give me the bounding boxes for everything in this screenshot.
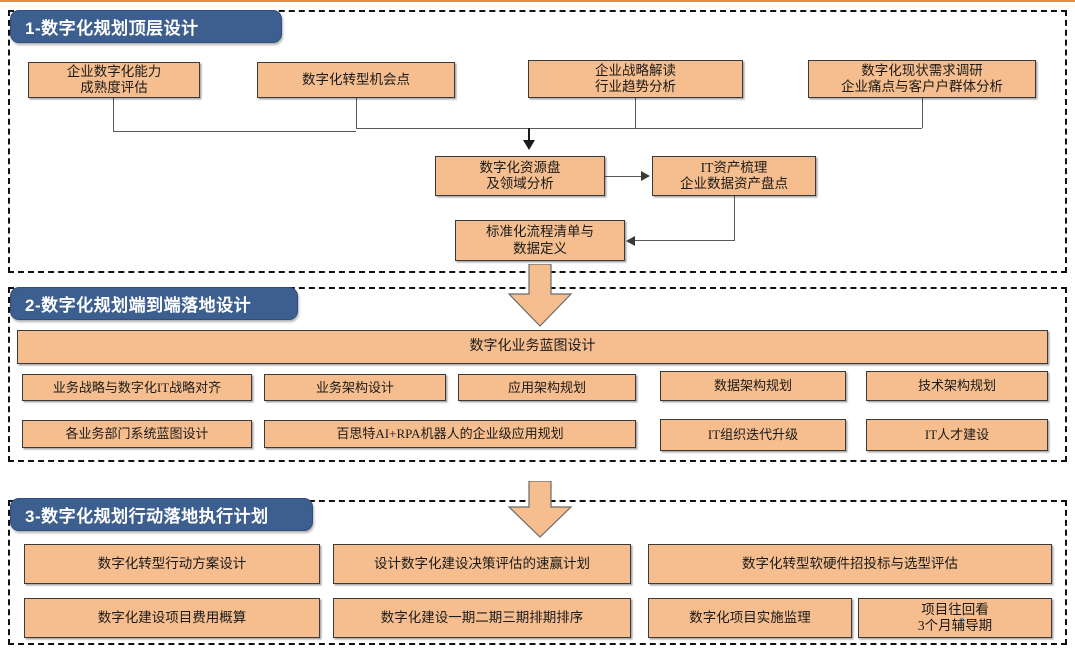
box-digital-status-requirements-research[interactable]: 数字化现状需求调研 企业痛点与客户户群体分析 [808, 60, 1036, 98]
box-line-2: 成熟度评估 [80, 80, 148, 95]
box-line-1: IT组织迭代升级 [707, 427, 799, 443]
banner-text: 数字化业务蓝图设计 [469, 339, 596, 355]
box-line-2: 企业数据资产盘点 [680, 176, 788, 191]
connector-v-box3 [635, 98, 636, 128]
arrowhead-to-standard [626, 236, 635, 246]
box-line-1: IT人才建设 [924, 427, 990, 443]
box-line-1: 数字化建设项目费用概算 [97, 609, 247, 625]
section-2-title-text: 2-数字化规划端到端落地设计 [25, 296, 252, 315]
box-data-architecture-planning[interactable]: 数据架构规划 [660, 371, 846, 401]
connector-bus-left [113, 131, 356, 132]
box-line-2: 及领域分析 [486, 176, 554, 191]
connector-v-box4 [922, 98, 923, 128]
arrowhead-to-resource-box [523, 140, 535, 150]
box-line-1: 数字化项目实施监理 [689, 609, 811, 625]
box-it-organization-iterative-upgrade[interactable]: IT组织迭代升级 [660, 419, 846, 451]
box-line-1: 企业数字化能力 [66, 63, 162, 79]
section-3-title-text: 3-数字化规划行动落地执行计划 [25, 507, 269, 526]
box-line-1: 标准化流程清单与 [486, 224, 594, 240]
box-line-1: 各业务部门系统蓝图设计 [65, 426, 209, 442]
banner-digital-business-blueprint[interactable]: 数字化业务蓝图设计 [17, 330, 1048, 364]
box-line-1: 项目往回看 [921, 601, 989, 617]
box-digital-transformation-action-plan-design[interactable]: 数字化转型行动方案设计 [24, 544, 320, 584]
box-line-1: 业务战略与数字化IT战略对齐 [52, 379, 222, 395]
section-1-title-text: 1-数字化规划顶层设计 [25, 19, 199, 38]
box-line-1: 百思特AI+RPA机器人的企业级应用规划 [336, 426, 564, 442]
connector-resource-to-itasset [605, 176, 643, 177]
connector-h-to-standard [635, 240, 734, 241]
box-technology-architecture-planning[interactable]: 技术架构规划 [866, 371, 1048, 401]
box-application-architecture-planning[interactable]: 应用架构规划 [458, 374, 636, 401]
box-line-2: 数据定义 [513, 240, 567, 256]
box-line-1: 数字化转型行动方案设计 [97, 555, 247, 571]
box-line-1: 业务架构设计 [315, 379, 394, 395]
box-project-implementation-supervision[interactable]: 数字化项目实施监理 [648, 598, 852, 638]
box-line-1: IT资产梳理 [700, 159, 768, 175]
box-line-2: 行业趋势分析 [595, 79, 676, 94]
box-project-cost-estimate[interactable]: 数字化建设项目费用概算 [24, 598, 320, 638]
box-line-2: 3个月辅导期 [917, 618, 993, 633]
box-standard-process-and-data-definition[interactable]: 标准化流程清单与 数据定义 [455, 220, 625, 261]
connector-bus-right [356, 128, 922, 129]
box-line-1: 技术架构规划 [917, 378, 996, 394]
connector-v-to-resource-box [528, 128, 530, 148]
connector-v-box1 [113, 98, 114, 132]
box-department-system-blueprint-design[interactable]: 各业务部门系统蓝图设计 [22, 420, 252, 448]
box-line-1: 数字化资源盘 [479, 159, 561, 175]
box-it-asset-inventory[interactable]: IT资产梳理 企业数据资产盘点 [652, 156, 816, 196]
connector-v-itasset-down [734, 196, 735, 241]
section-2-title: 2-数字化规划端到端落地设计 [10, 287, 298, 320]
arrowhead-to-itasset [641, 171, 650, 181]
box-line-1: 数字化建设一期二期三期排期排序 [380, 609, 584, 625]
box-line-1: 数字化现状需求调研 [861, 62, 983, 78]
box-enterprise-digital-capability-maturity[interactable]: 企业数字化能力 成熟度评估 [28, 62, 200, 98]
section-1-title: 1-数字化规划顶层设计 [10, 10, 282, 43]
box-line-2: 企业痛点与客户户群体分析 [841, 79, 1003, 94]
box-enterprise-strategy-interpretation[interactable]: 企业战略解读 行业趋势分析 [528, 60, 743, 98]
box-phase-scheduling-sequence[interactable]: 数字化建设一期二期三期排期排序 [333, 598, 631, 638]
box-line-1: 设计数字化建设决策评估的速赢计划 [374, 555, 590, 571]
box-it-talent-development[interactable]: IT人才建设 [866, 419, 1048, 451]
connector-v-box2 [356, 98, 357, 128]
box-project-retrospective-coaching[interactable]: 项目往回看 3个月辅导期 [858, 598, 1052, 638]
box-software-hardware-bidding-selection-assessment[interactable]: 数字化转型软硬件招投标与选型评估 [648, 544, 1052, 584]
box-line-1: 应用架构规划 [507, 379, 586, 395]
box-line-1: 数据架构规划 [713, 378, 792, 394]
arrow-sec2-to-sec3 [505, 481, 575, 539]
box-business-architecture-design[interactable]: 业务架构设计 [264, 374, 446, 401]
box-line-1: 数字化转型软硬件招投标与选型评估 [742, 555, 958, 571]
box-quick-win-plan-for-decision-assessment[interactable]: 设计数字化建设决策评估的速赢计划 [333, 544, 631, 584]
arrow-sec1-to-sec2 [505, 264, 575, 328]
top-accent-rule [0, 0, 1075, 2]
box-digital-transformation-opportunities[interactable]: 数字化转型机会点 [257, 62, 455, 98]
box-digital-resource-inventory[interactable]: 数字化资源盘 及领域分析 [435, 156, 605, 196]
box-line-1: 企业战略解读 [595, 62, 676, 78]
box-business-strategy-it-alignment[interactable]: 业务战略与数字化IT战略对齐 [22, 374, 252, 401]
box-line-1: 数字化转型机会点 [302, 71, 410, 87]
section-3-title: 3-数字化规划行动落地执行计划 [10, 498, 313, 531]
box-bestop-ai-rpa-enterprise-application-planning[interactable]: 百思特AI+RPA机器人的企业级应用规划 [264, 420, 636, 448]
